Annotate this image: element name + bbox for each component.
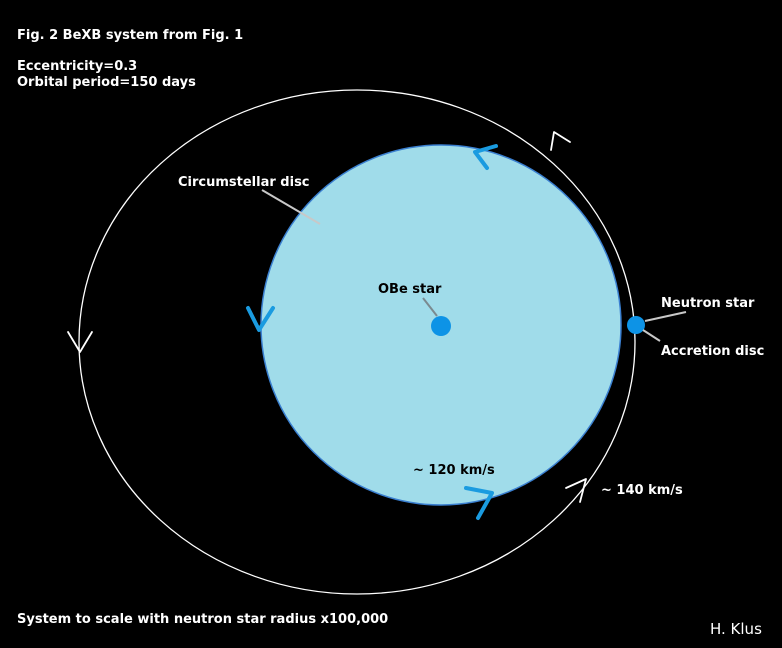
disc-label: Circumstellar disc <box>178 175 310 190</box>
disc-speed-label: ~ 120 km/s <box>413 463 495 478</box>
star-label: OBe star <box>378 282 442 297</box>
neutron-star <box>627 316 645 334</box>
scale-note: System to scale with neutron star radius… <box>17 612 388 627</box>
disc-pointer <box>261 189 321 225</box>
disc-arrow-top-icon <box>473 144 498 170</box>
accretion-disc-label: Accretion disc <box>661 344 764 359</box>
star-pointer <box>422 297 438 317</box>
disc-arrow-bottom-icon <box>464 486 494 520</box>
orbit-speed-label: ~ 140 km/s <box>601 483 683 498</box>
neutron-star-orbit <box>78 89 636 595</box>
orbit-arrow-bottom-icon <box>565 478 587 503</box>
author-credit: H. Klus <box>710 620 762 638</box>
neutron-star-pointer <box>644 311 687 322</box>
orbit-arrow-top-icon <box>550 131 571 151</box>
orbit-arrow-left-icon <box>67 331 93 353</box>
accretion-disc-pointer <box>642 329 661 342</box>
eccentricity-label: Eccentricity=0.3 <box>17 59 137 74</box>
obe-star <box>431 316 451 336</box>
disc-arrow-left-icon <box>246 306 275 332</box>
neutron-star-label: Neutron star <box>661 296 755 311</box>
period-label: Orbital period=150 days <box>17 75 196 90</box>
figure-title: Fig. 2 BeXB system from Fig. 1 <box>17 28 243 43</box>
